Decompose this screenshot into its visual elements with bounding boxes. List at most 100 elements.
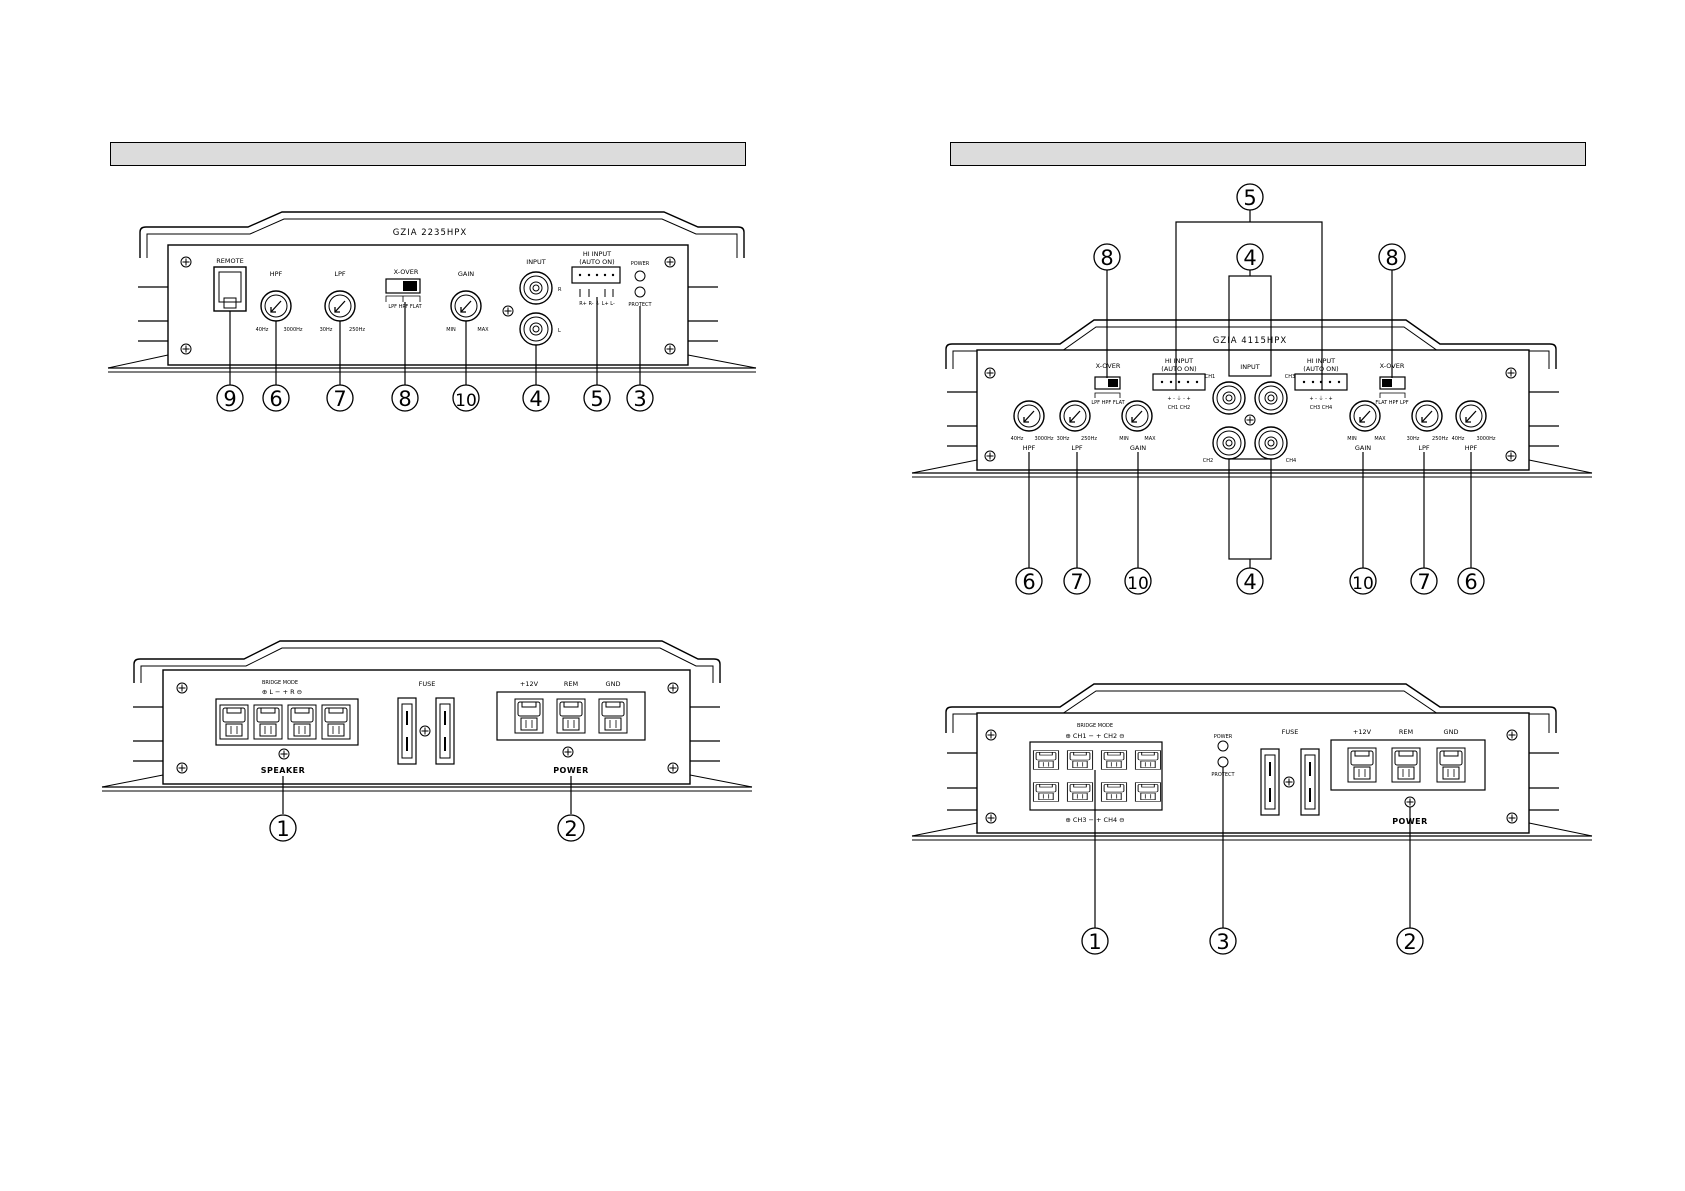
plus-12v-terminal[interactable] [1347, 747, 1377, 783]
hpf-knob-left[interactable] [1013, 400, 1045, 432]
lpf-label: LPF [334, 270, 346, 278]
speaker-terminal[interactable] [1134, 750, 1162, 770]
rca-input-r[interactable] [519, 271, 553, 305]
left-section-header-bar [110, 142, 746, 166]
callout-circle [626, 384, 654, 412]
hi-input-right-label: HI INPUT [1307, 357, 1335, 365]
callout-number: 9 [223, 387, 236, 411]
speaker-label: SPEAKER [261, 766, 306, 775]
rem-terminal[interactable] [556, 698, 586, 734]
callout-number: 5 [1243, 186, 1256, 210]
callout-number: 10 [1352, 574, 1374, 594]
callout-number: 6 [269, 387, 282, 411]
lpf-label: LPF [1418, 444, 1430, 452]
speaker-terminal[interactable] [1100, 782, 1128, 802]
remote-label: REMOTE [216, 257, 243, 265]
gain-min: MIN [446, 327, 456, 333]
hi-input-left-pins: + - ⏚ - + [1167, 395, 1190, 402]
speaker-terminal-block [1029, 741, 1163, 811]
panel-4ch-top: GZIA 4115HPX X-OVER LPF HPF FLAT HI INPU… [911, 183, 1593, 595]
callout-number: 6 [1022, 570, 1035, 594]
xover-left-label: X-OVER [1096, 362, 1121, 370]
speaker-terminal[interactable] [1066, 782, 1094, 802]
callout-number: 4 [529, 387, 542, 411]
lpf-label: LPF [1071, 444, 1083, 452]
speaker-terminal[interactable] [321, 704, 351, 740]
auto-on-right-label: (AUTO ON) [1303, 365, 1338, 373]
speaker-terminal[interactable] [253, 704, 283, 740]
remote-jack[interactable] [213, 266, 247, 312]
power-terminal-block [1330, 739, 1486, 791]
callout-circle [1209, 927, 1237, 955]
callout-circle [1378, 243, 1406, 271]
lpf-knob[interactable] [324, 290, 356, 322]
speaker-terminal[interactable] [287, 704, 317, 740]
power-terminal-block [496, 691, 646, 741]
hi-input-left-connector[interactable] [1152, 373, 1206, 391]
lpf-knob-right[interactable] [1411, 400, 1443, 432]
speaker-terminal[interactable] [1066, 750, 1094, 770]
rem-terminal[interactable] [1391, 747, 1421, 783]
fuse-holder[interactable] [397, 697, 417, 765]
callout-circle [1236, 243, 1264, 271]
protect-led [1217, 756, 1229, 768]
hpf-label: HPF [1465, 444, 1478, 452]
hpf-min: 40Hz [256, 327, 269, 333]
speaker-terminal[interactable] [1032, 782, 1060, 802]
power-label: POWER [553, 766, 589, 775]
callout-circle [216, 384, 244, 412]
hi-input-connector[interactable] [571, 266, 621, 297]
fuse-holder[interactable] [1300, 748, 1320, 816]
fuse-holder[interactable] [1260, 748, 1280, 816]
callout-number: 1 [1088, 930, 1101, 954]
callout-circle [1457, 567, 1485, 595]
gnd-terminal[interactable] [1436, 747, 1466, 783]
rca-ch2[interactable] [1212, 426, 1246, 460]
rem-label: REM [564, 680, 578, 688]
callout-circle [583, 384, 611, 412]
gain-knob-left[interactable] [1121, 400, 1153, 432]
gain-label: GAIN [458, 270, 474, 278]
callout-circle [1349, 567, 1377, 595]
lpf-max: 250Hz [1081, 436, 1097, 442]
panel-2ch-top: GZIA 2235HPX REMOTE HPF 40Hz 3000Hz LPF … [107, 211, 757, 412]
lpf-min: 30Hz [1407, 436, 1420, 442]
auto-on-label: (AUTO ON) [579, 258, 614, 266]
hpf-min: 40Hz [1452, 436, 1465, 442]
hi-input-right-connector[interactable] [1294, 373, 1348, 391]
bridge-signs: ⊕ L − + R ⊖ [262, 688, 302, 696]
ch2-label: CH2 [1203, 458, 1213, 464]
callout-circle [1063, 567, 1091, 595]
speaker-terminal[interactable] [1134, 782, 1162, 802]
speaker-terminal[interactable] [219, 704, 249, 740]
hpf-label: HPF [1023, 444, 1036, 452]
rca-ch3[interactable] [1254, 381, 1288, 415]
hi-input-left-label: HI INPUT [1165, 357, 1193, 365]
fuse-holder[interactable] [435, 697, 455, 765]
plus-12v-terminal[interactable] [514, 698, 544, 734]
callout-circle [1093, 243, 1121, 271]
panel-4ch-bottom: BRIDGE MODE ⊕ CH1 − + CH2 ⊖ ⊕ CH3 − + CH… [911, 683, 1593, 955]
gain-label: GAIN [1355, 444, 1371, 452]
callout-circle [326, 384, 354, 412]
protect-led-label: PROTECT [628, 302, 652, 308]
gain-knob-right[interactable] [1349, 400, 1381, 432]
callout-number: 3 [633, 387, 646, 411]
xover-left-options: LPF HPF FLAT [1091, 400, 1125, 406]
gain-knob[interactable] [450, 290, 482, 322]
gnd-terminal[interactable] [598, 698, 628, 734]
callout-number: 7 [1417, 570, 1430, 594]
lpf-min: 30Hz [320, 327, 333, 333]
rca-ch4[interactable] [1254, 426, 1288, 460]
speaker-terminal[interactable] [1032, 750, 1060, 770]
rca-input-l[interactable] [519, 312, 553, 346]
lpf-knob-left[interactable] [1059, 400, 1091, 432]
callout-circle [1124, 567, 1152, 595]
rca-ch1[interactable] [1212, 381, 1246, 415]
speaker-terminal[interactable] [1100, 750, 1128, 770]
hpf-knob-right[interactable] [1455, 400, 1487, 432]
hpf-knob[interactable] [260, 290, 292, 322]
xover-right-switch[interactable] [1379, 376, 1406, 398]
xover-switch[interactable] [385, 278, 421, 302]
callout-number: 8 [398, 387, 411, 411]
